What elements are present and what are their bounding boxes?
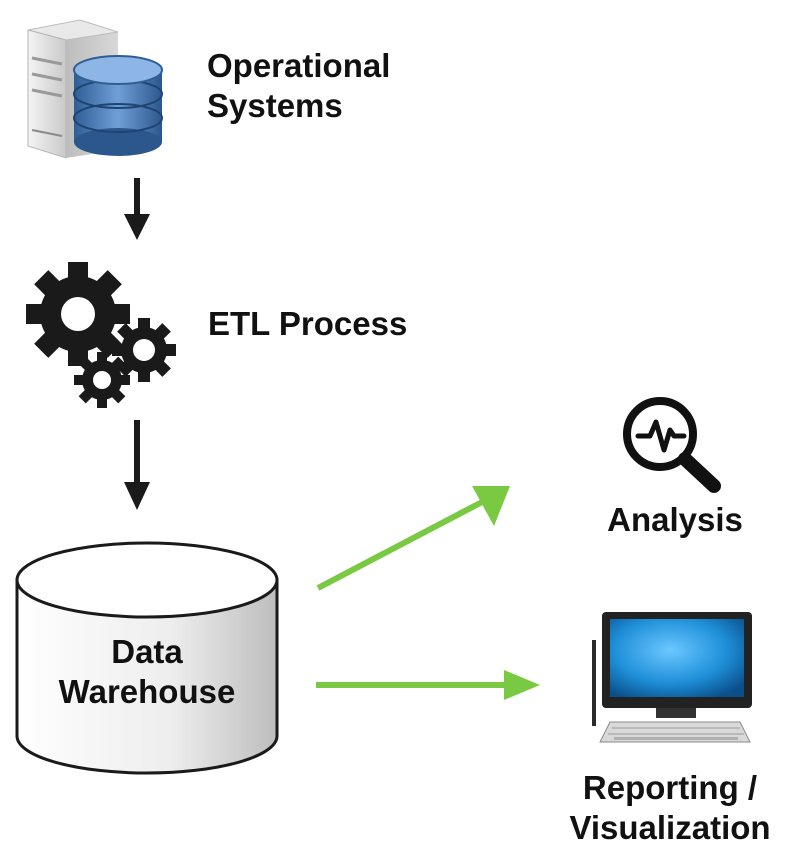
warehouse-line2: Warehouse bbox=[58, 673, 236, 710]
cylinder-icon bbox=[15, 541, 279, 775]
computer-monitor-icon bbox=[592, 612, 752, 743]
server-database-icon bbox=[27, 19, 163, 159]
operational-line1: Operational bbox=[207, 47, 391, 84]
data-warehouse-label: Data Warehouse bbox=[14, 632, 280, 712]
reporting-label: Reporting / Visualization bbox=[552, 768, 788, 848]
flow-arrow-1 bbox=[124, 178, 150, 240]
flow-arrow-2 bbox=[124, 420, 150, 510]
gears-icon bbox=[26, 262, 176, 408]
operational-systems-label: Operational Systems bbox=[207, 46, 390, 126]
output-arrow-reporting bbox=[316, 670, 540, 700]
magnifier-pulse-icon bbox=[623, 397, 721, 493]
reporting-line1: Reporting / bbox=[582, 769, 758, 806]
etl-process-label: ETL Process bbox=[208, 305, 408, 342]
output-arrow-analysis bbox=[316, 486, 510, 591]
operational-line2: Systems bbox=[207, 87, 343, 124]
analysis-label: Analysis bbox=[607, 501, 743, 538]
reporting-line2: Visualization bbox=[569, 809, 771, 846]
warehouse-line1: Data bbox=[111, 633, 183, 670]
